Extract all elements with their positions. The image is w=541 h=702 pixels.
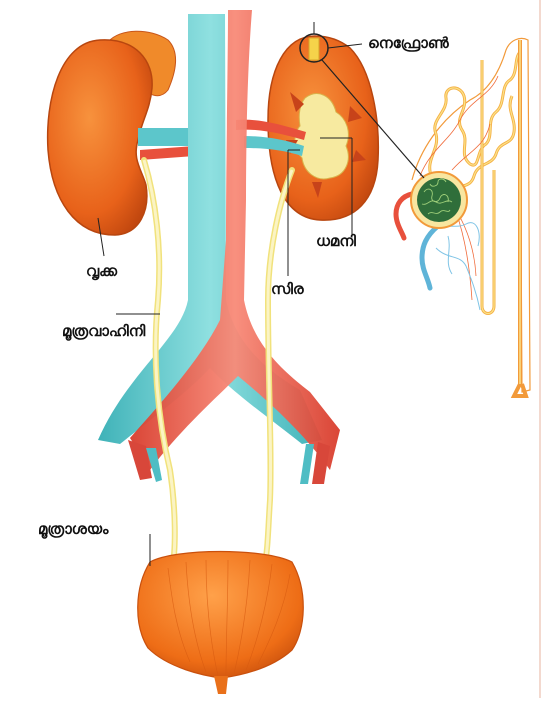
- label-nephron: നെഫ്രോൺ: [368, 34, 449, 52]
- kidney-left: [48, 40, 153, 235]
- label-kidney: വൃക്ക: [86, 262, 117, 280]
- urethra: [214, 676, 228, 694]
- bladder: [138, 552, 304, 679]
- label-vein: സിര: [271, 280, 304, 298]
- label-ureter: മൂത്രവാഹിനി: [62, 322, 145, 340]
- label-artery: ധമനി: [316, 232, 356, 250]
- label-bladder: മൂത്രാശയം: [38, 520, 108, 538]
